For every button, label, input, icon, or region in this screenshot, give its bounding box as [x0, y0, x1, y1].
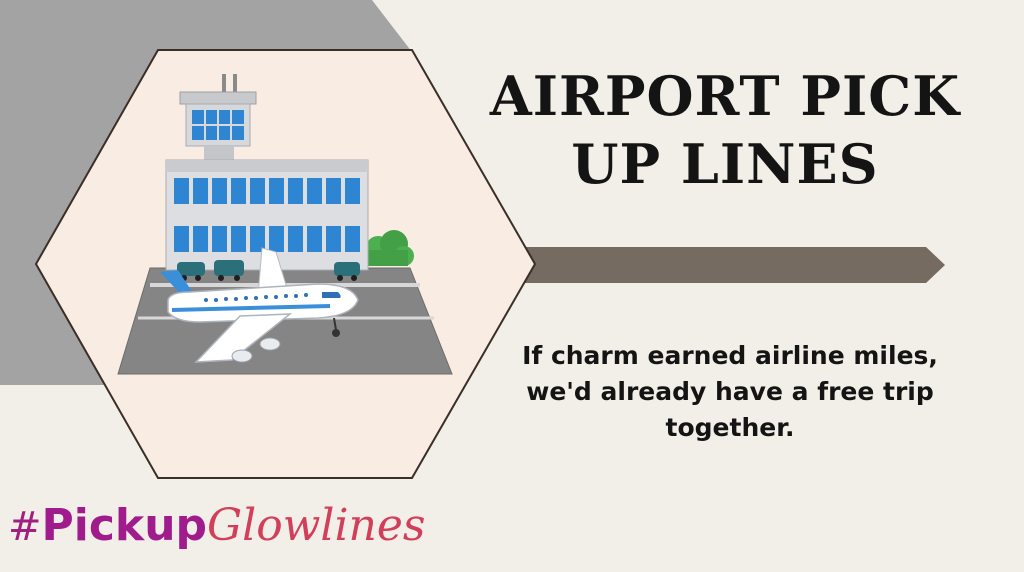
pickup-line-text: If charm earned airline miles, we'd alre… — [522, 341, 938, 442]
vehicles — [177, 260, 360, 281]
page-title: AIRPORT PICK UP LINES — [489, 64, 961, 196]
brand-word-part1: Pickup — [41, 500, 208, 551]
control-tower — [179, 74, 257, 160]
terminal-building — [165, 159, 369, 271]
brand-logo: #PickupGlowlines — [8, 486, 438, 566]
brand-hash: # — [8, 504, 42, 550]
airport-illustration — [117, 74, 453, 375]
bush — [366, 230, 414, 266]
brand-word-part2: Glowlines — [207, 500, 426, 551]
arrow-bar — [520, 247, 945, 283]
airplane — [160, 247, 359, 363]
